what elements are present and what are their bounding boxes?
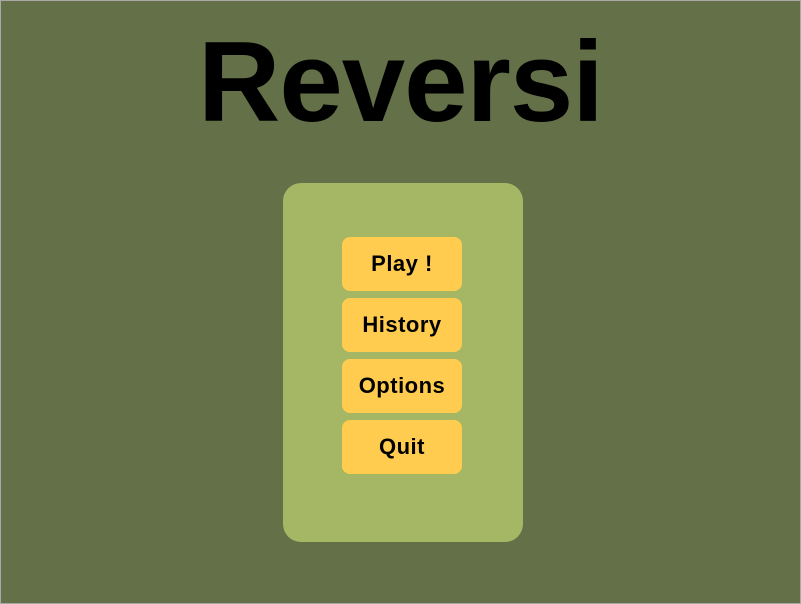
main-menu-panel: Play ! History Options Quit xyxy=(283,183,523,542)
game-title: Reversi xyxy=(198,19,604,146)
quit-button[interactable]: Quit xyxy=(342,420,462,474)
options-button[interactable]: Options xyxy=(342,359,462,413)
play-button[interactable]: Play ! xyxy=(342,237,462,291)
history-button[interactable]: History xyxy=(342,298,462,352)
